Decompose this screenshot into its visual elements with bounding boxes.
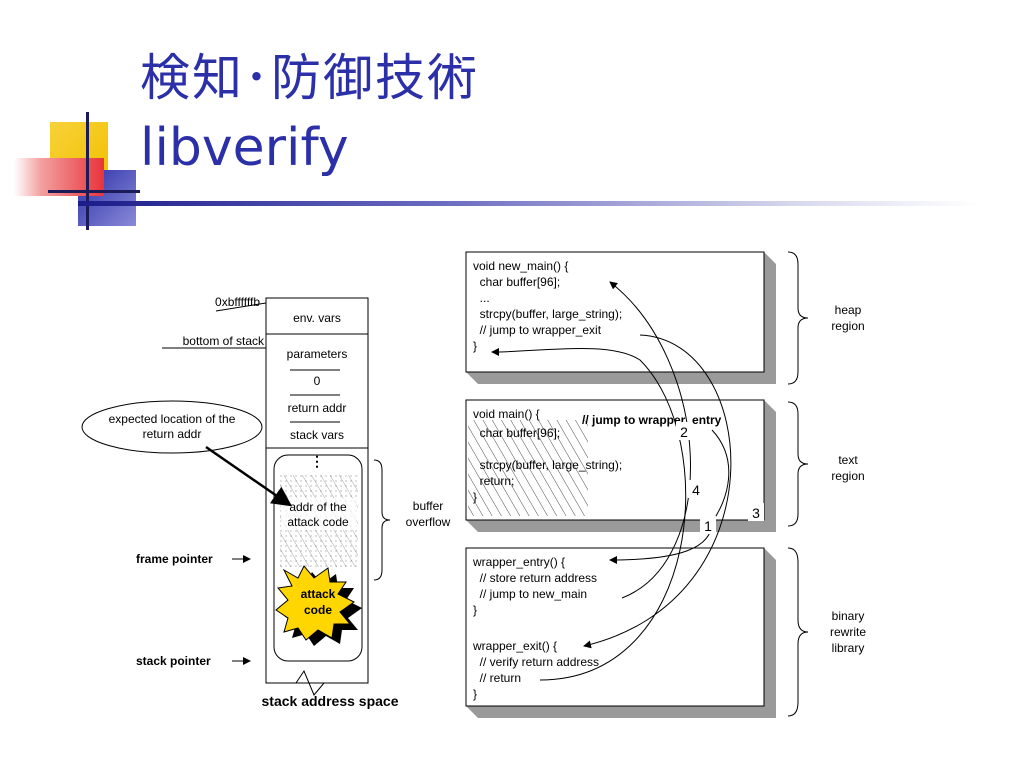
svg-text:}: } [473, 687, 477, 701]
stack-cell-stack-vars: stack vars [290, 428, 344, 442]
library-brace [787, 547, 809, 717]
bottom-of-stack-label: bottom of stack [183, 334, 265, 348]
buffer-overflow-line2: overflow [406, 515, 451, 529]
arrow-step-1-start [711, 429, 730, 523]
svg-text:}: } [473, 603, 477, 617]
stack-pointer-label: stack pointer [136, 654, 211, 668]
svg-text:}: } [473, 339, 477, 353]
step-4-label: 4 [692, 482, 700, 498]
heap-region-line1: heap [835, 303, 862, 317]
page-title: 検知･防御技術 [140, 49, 479, 107]
library-code-box: wrapper_entry() { // store return addres… [465, 547, 776, 718]
library-region-line1: binary [832, 609, 865, 623]
svg-text:...: ... [473, 291, 490, 305]
attack-addr-line1: addr of the [289, 500, 347, 514]
frame-pointer-label: frame pointer [136, 552, 213, 566]
attack-addr-line2: attack code [287, 515, 349, 529]
expected-label-line2: return addr [143, 427, 202, 441]
heap-code-box: void new_main() { char buffer[96]; ... s… [465, 251, 776, 384]
attack-code-burst: attack code [275, 565, 362, 646]
step-2-label: 2 [680, 424, 688, 440]
heap-brace [787, 251, 809, 385]
step-1-label: 1 [704, 518, 712, 534]
svg-text:// return: // return [473, 671, 521, 685]
flow-arrows [491, 281, 732, 681]
title-rule [78, 201, 978, 206]
stack-cell-return-addr: return addr [288, 401, 347, 415]
page-subtitle: libverify [140, 118, 349, 178]
text-region-line2: region [831, 469, 864, 483]
svg-text:// jump to new_main: // jump to new_main [473, 587, 587, 601]
svg-text:void new_main() {: void new_main() { [473, 259, 568, 273]
buffer-overflow-line1: buffer [413, 499, 443, 513]
arrow-step-3 [583, 334, 732, 649]
svg-text:wrapper_entry() {: wrapper_entry() { [472, 555, 565, 569]
heap-region-line2: region [831, 319, 864, 333]
svg-text:code: code [304, 603, 332, 617]
svg-text:// verify return address: // verify return address [473, 655, 599, 669]
stack-diagram: env. vars parameters 0 return addr stack… [81, 295, 451, 709]
arrow-step-4 [491, 347, 687, 681]
svg-text:attack: attack [301, 587, 336, 601]
deco-vertical-line [86, 112, 89, 230]
stack-cell-env: env. vars [293, 311, 341, 325]
svg-text:char buffer[96];: char buffer[96]; [473, 426, 560, 440]
svg-text:wrapper_exit() {: wrapper_exit() { [472, 639, 557, 653]
stack-cell-parameters: parameters [287, 347, 348, 361]
deco-red-bar [14, 158, 104, 196]
text-brace [787, 401, 809, 527]
library-region-line2: rewrite [830, 625, 866, 639]
svg-text:return;: return; [473, 474, 514, 488]
svg-text:}: } [473, 490, 477, 504]
ellipsis-marker: ⋮ [310, 453, 324, 469]
svg-text:strcpy(buffer, large_string);: strcpy(buffer, large_string); [473, 458, 622, 472]
addr-top-label: 0xbffffffb [215, 295, 260, 309]
deco-horizontal-line [48, 190, 140, 193]
stack-caption: stack address space [262, 693, 399, 709]
expected-label-line1: expected location of the [109, 412, 236, 426]
svg-text:strcpy(buffer, large_string);: strcpy(buffer, large_string); [473, 307, 622, 321]
svg-text:// store return address: // store return address [473, 571, 597, 585]
arrow-step-2 [609, 281, 691, 599]
stack-cell-zero: 0 [314, 374, 321, 388]
svg-text:char buffer[96];: char buffer[96]; [473, 275, 560, 289]
text-region-line1: text [838, 453, 858, 467]
library-region-line3: library [832, 641, 865, 655]
text-code-box: void main() { // jump to wrapper_entry c… [465, 399, 776, 532]
step-3-label: 3 [752, 505, 760, 521]
svg-text:void main() {: void main() { [473, 407, 540, 421]
svg-text:// jump to wrapper_exit: // jump to wrapper_exit [473, 323, 602, 337]
jump-wrapper-entry-comment: // jump to wrapper_entry [582, 413, 722, 427]
